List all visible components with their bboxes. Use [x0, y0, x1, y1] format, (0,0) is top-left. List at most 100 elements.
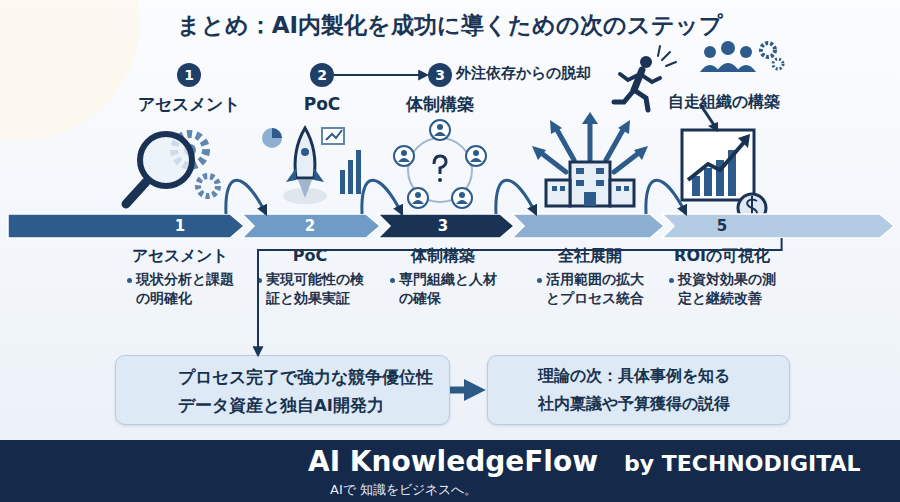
building-icon-part-part: [624, 186, 629, 191]
step-description: 専門組織と人材の確保: [399, 270, 499, 308]
next-step-box: 理論の次：具体事例を知る社内稟議や予算獲得の説得: [487, 355, 790, 425]
step-description: 実現可能性の検証と効果実証: [266, 270, 366, 308]
step-number-circle: 3体制構築: [428, 63, 452, 87]
magnifier-icon-part: [198, 176, 218, 196]
chevron-fill: [8, 214, 244, 238]
running-figure: [614, 46, 676, 110]
rocket-icon-part: [262, 128, 282, 148]
flow-arrow: [334, 74, 427, 76]
rocket-icon-part: [301, 148, 309, 156]
step-description: 活用範囲の拡大とプロセス統合: [546, 270, 646, 308]
team-icon-part: [761, 43, 775, 57]
running-figure-part: [658, 46, 676, 66]
flow-arrow: [362, 180, 402, 214]
annotation-label: 自走組織の構築: [668, 92, 780, 113]
next-step-text: 理論の次：具体事例を知る: [538, 366, 748, 388]
team-icon-part: [773, 59, 783, 69]
team-icon-part: [704, 46, 716, 58]
bullet-dot: [127, 278, 132, 283]
running-figure-part: [640, 56, 652, 68]
team-icon-part: [740, 46, 752, 58]
team-circle-icon-part: [412, 200, 424, 204]
rocket-icon-part: [322, 128, 344, 144]
team-circle-icon-part: [466, 146, 486, 166]
team-circle-icon-part: [408, 188, 428, 208]
building-icon-part-part: [596, 180, 604, 186]
roi-chart-icon-part: [738, 134, 750, 148]
rocket-icon: [262, 128, 361, 204]
building-icon-part: [552, 168, 629, 206]
flow-arrow: [258, 238, 782, 355]
building-icon-part: [570, 162, 610, 206]
callout-number: 3: [433, 214, 453, 238]
team-circle-icon-part: [459, 192, 465, 198]
team-icon-part: [716, 63, 740, 72]
process-chevron: 1アセスメント現状分析と課題の明確化: [8, 214, 242, 238]
chevron-shape: [8, 214, 242, 238]
running-figure-part: [620, 74, 640, 80]
building-icon-part-part: [588, 122, 593, 160]
flow-arrow: [226, 180, 266, 214]
magnifier-icon: [126, 134, 218, 204]
bullet-dot: [257, 278, 262, 283]
building-icon-part-part: [560, 186, 565, 191]
team-circle-icon-part: [470, 158, 482, 162]
rocket-icon-part: [326, 130, 342, 140]
rocket-icon-part: [348, 160, 353, 194]
roi-chart-icon-part: [688, 140, 746, 180]
process-chevron: 3体制構築専門組織と人材の確保: [378, 214, 512, 238]
step-heading: 全社展開: [520, 245, 660, 267]
brand-tagline: AIで 知識をビジネスへ。: [330, 481, 590, 499]
building-icon-part-part: [584, 192, 596, 206]
step-heading: PoC: [240, 245, 380, 267]
callout-number: 3: [428, 63, 452, 87]
building-icon-part: [610, 180, 634, 206]
building-icon-part-part: [552, 186, 557, 191]
process-chevron: 全社展開活用範囲の拡大とプロセス統合: [512, 214, 662, 238]
building-icon-part-part: [540, 152, 566, 172]
team-circle-icon-part: [434, 132, 446, 136]
team-icon: [700, 41, 783, 72]
team-circle-icon-part: [473, 150, 479, 156]
next-step-text: 社内稟議や予算獲得の説得: [538, 394, 748, 416]
chevron-fill: [378, 214, 514, 238]
step-heading: アセスメント: [110, 245, 250, 267]
team-circle-icon-part: [456, 200, 468, 204]
magnifier-icon-part: [140, 134, 192, 186]
flow-arrow: [646, 180, 686, 214]
diagram-title: まとめ：AI内製化を成功に導くための次のステップ: [0, 10, 900, 41]
rocket-icon-part: [356, 150, 361, 194]
process-chevron: 2PoC実現可能性の検証と効果実証: [242, 214, 378, 238]
roi-chart-icon-part: [708, 122, 718, 132]
building-icon-part-part: [614, 152, 640, 172]
running-figure-part: [614, 90, 634, 102]
rocket-icon-part: [272, 128, 282, 138]
team-circle-icon-part: [437, 124, 443, 130]
brand-name: AI KnowledgeFlow: [308, 442, 608, 481]
running-figure-part: [634, 90, 648, 110]
building-icon-part: [532, 112, 648, 160]
footer-band: AI KnowledgeFlow by TECHNODIGITAL AIで 知識をビ…: [0, 440, 900, 502]
bullet-dot: [669, 278, 674, 283]
team-circle-icon-part: [408, 138, 472, 202]
callout-number: 2: [300, 214, 320, 238]
chevron-fill: [242, 214, 380, 238]
team-circle-icon-part: [430, 120, 450, 140]
flow-arrow: [450, 387, 477, 394]
background-glow-part: [0, 0, 140, 140]
step-number-circle: 2PoC: [310, 63, 334, 87]
building-icon-part-part: [556, 128, 574, 160]
callout-number: 1: [177, 63, 201, 87]
building-icon-part-part: [618, 120, 630, 134]
building-icon-part-part: [616, 186, 621, 191]
team-circle-icon-part: [434, 156, 446, 174]
brand-company: by TECHNODIGITAL: [624, 449, 894, 480]
rocket-icon-part: [286, 168, 324, 182]
result-text: プロセス完了で強力な競争優位性: [178, 366, 446, 389]
team-icon-part: [721, 41, 735, 55]
team-icon-part: [736, 65, 756, 72]
rocket-icon-part: [298, 180, 312, 198]
callout-number: 1: [170, 214, 190, 238]
chevron-shape: [512, 214, 662, 238]
